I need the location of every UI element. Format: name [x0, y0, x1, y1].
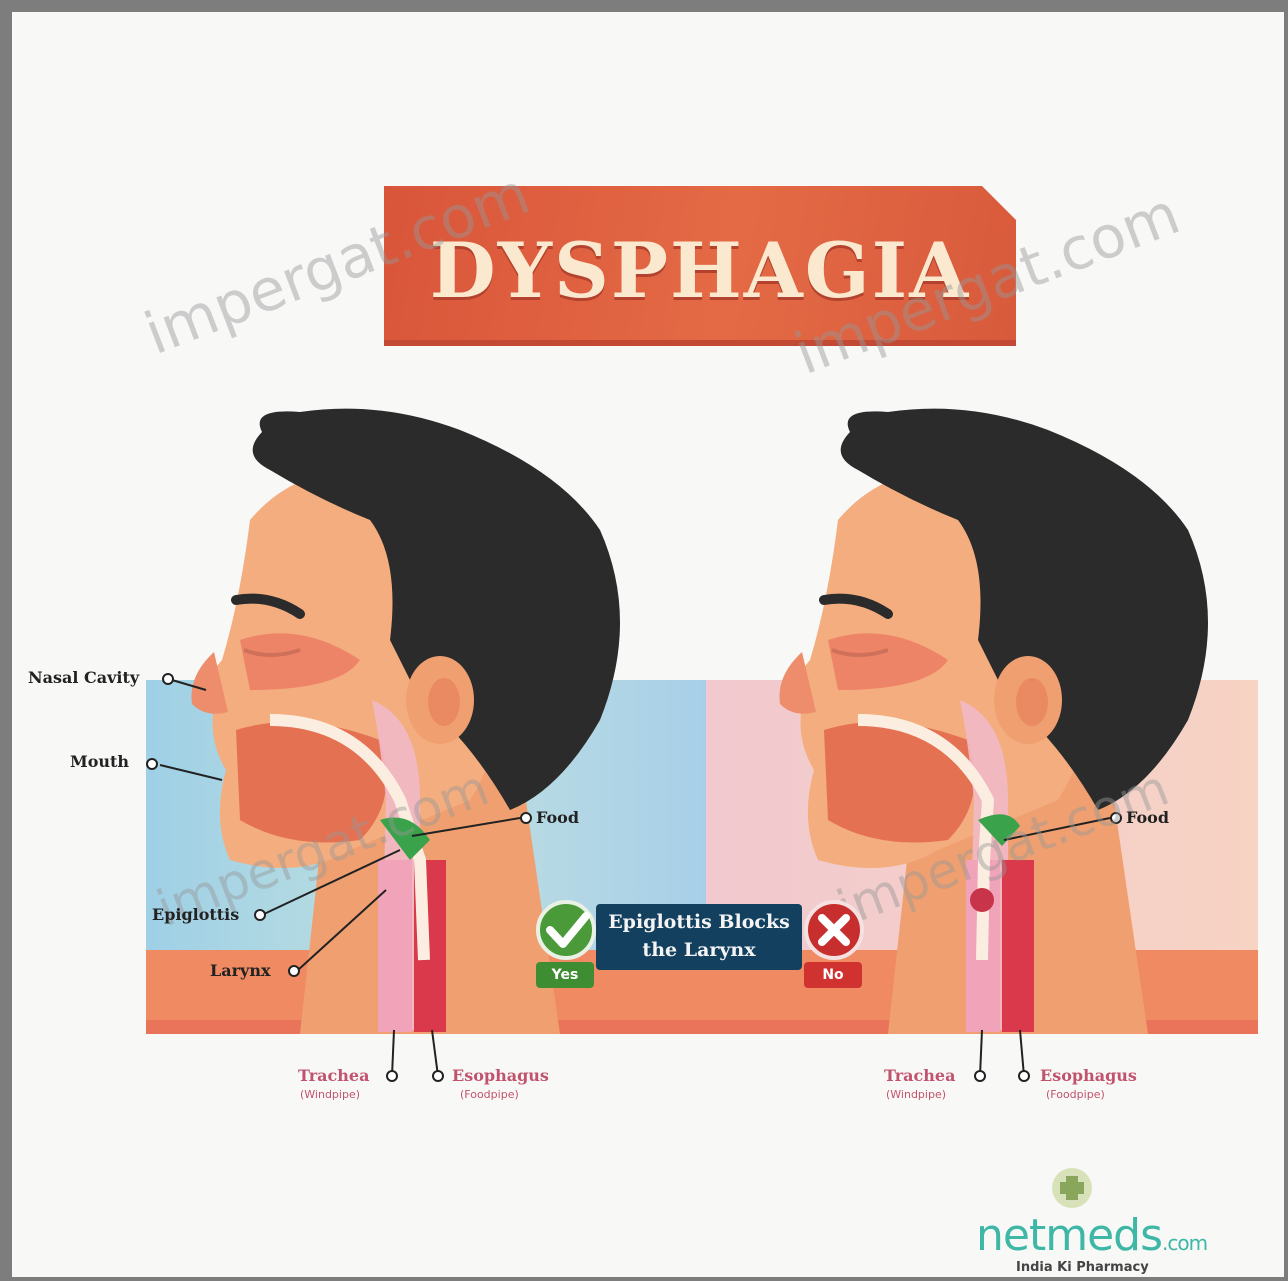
- check-mark-icon: [550, 916, 586, 944]
- netmeds-logo: netmeds.com India Ki Pharmacy: [976, 1166, 1226, 1276]
- logo-wordmark: netmeds.com: [976, 1210, 1207, 1261]
- logo-tagline: India Ki Pharmacy: [1016, 1260, 1149, 1275]
- logo-suffix: .com: [1162, 1231, 1207, 1255]
- pharmacy-cross-icon: [1042, 1166, 1102, 1210]
- logo-name: netmeds: [976, 1210, 1162, 1261]
- cross-mark-icon: [822, 918, 846, 942]
